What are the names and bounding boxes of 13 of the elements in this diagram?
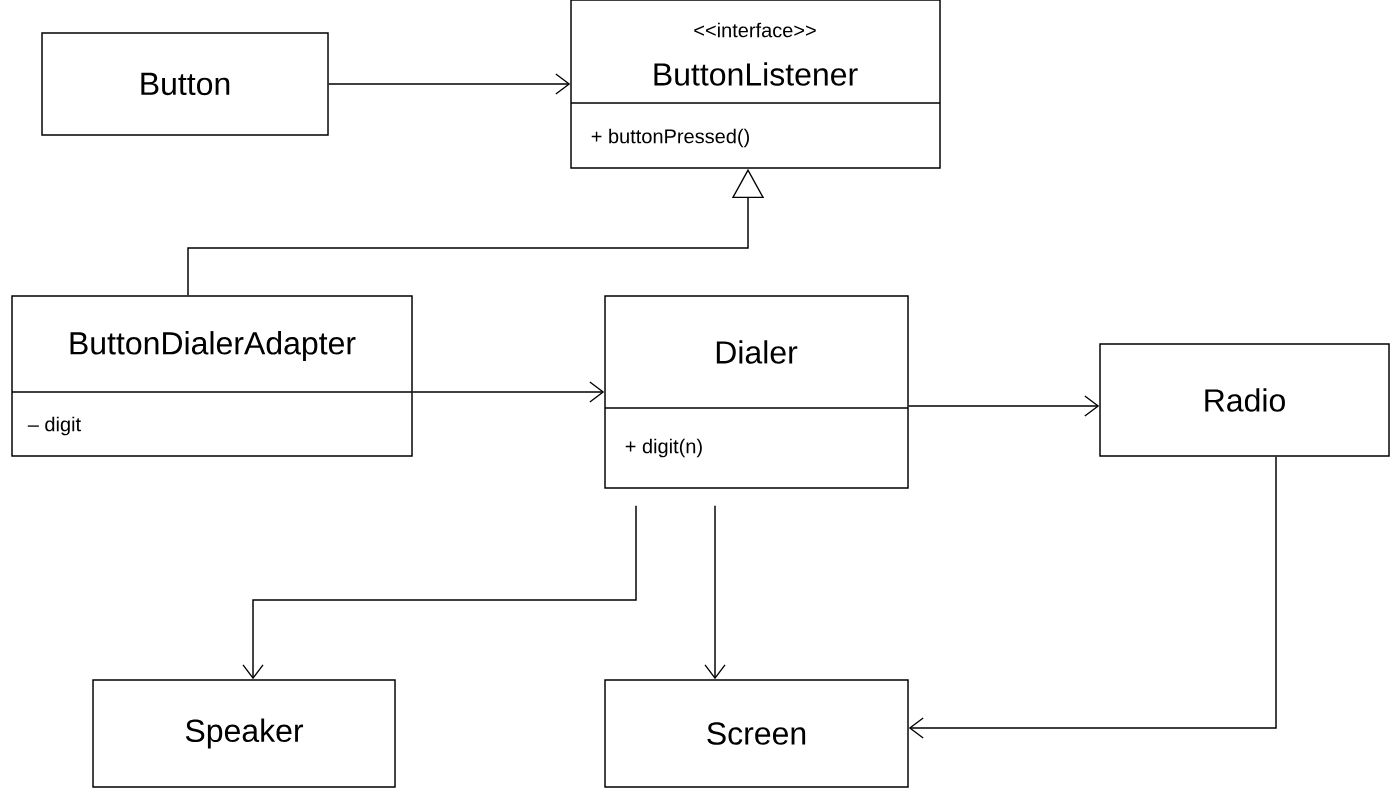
arrow: [412, 381, 605, 403]
class-box: Speaker: [92, 679, 396, 788]
arrow: [328, 73, 571, 95]
class-box: <<interface>> ButtonListener + buttonPressed(): [570, 0, 941, 169]
class-box: Button: [41, 32, 329, 136]
class-box: Dialer + digit(n): [604, 295, 909, 489]
class-box: Radio: [1099, 343, 1390, 457]
class-box: ButtonDialerAdapter – digit: [11, 295, 413, 457]
arrow: [704, 505, 726, 680]
arrow: [242, 505, 637, 680]
arrow: [908, 456, 1277, 739]
class-box: Screen: [604, 679, 909, 788]
arrow: [908, 395, 1100, 417]
